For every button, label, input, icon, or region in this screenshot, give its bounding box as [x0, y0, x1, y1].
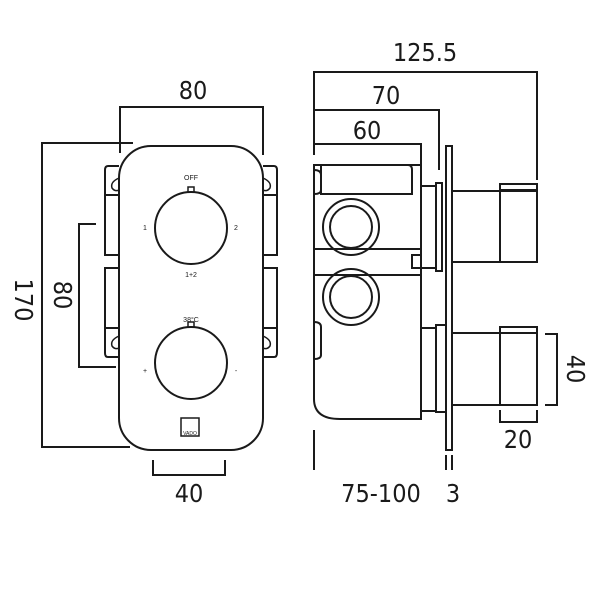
label-outlet-1: 1 — [143, 225, 147, 232]
label-minus: - — [235, 368, 238, 375]
dim-line-wall — [313, 430, 453, 470]
drawing-line — [320, 164, 413, 195]
valve-body — [313, 164, 422, 420]
label-off: OFF — [184, 175, 198, 182]
dim-knob-spacing: 80 — [48, 281, 77, 310]
dim-bottom-width: 40 — [175, 479, 204, 508]
dim-width: 80 — [179, 76, 208, 105]
dim-to-plate: 70 — [372, 81, 401, 110]
dim-wall-depth: 75-100 — [341, 479, 421, 508]
faceplate — [118, 145, 264, 451]
dim-line-to-plate — [314, 109, 440, 170]
mounting-brackets — [104, 165, 278, 358]
label-outlet-2: 2 — [234, 225, 238, 232]
upper-handle-side — [451, 183, 538, 263]
drawing-line — [110, 177, 120, 192]
dim-line-handle-width — [499, 410, 538, 423]
dim-line-height — [41, 142, 133, 448]
dim-overall: 125.5 — [393, 38, 457, 67]
dim-plate-thickness: 3 — [446, 479, 460, 508]
drawing-line — [262, 335, 272, 350]
drawing-line — [262, 177, 272, 192]
drawing-line — [329, 205, 373, 249]
drawing-line — [499, 326, 538, 406]
drawing-line — [104, 165, 119, 256]
vado-logo: VADO — [180, 417, 200, 437]
lower-handle-side — [451, 326, 538, 406]
drawing-line — [104, 267, 119, 358]
drawing-line — [187, 186, 195, 193]
dim-line-knob-spacing — [78, 223, 116, 368]
label-plus: + — [143, 368, 147, 375]
drawing-line — [435, 182, 443, 272]
drawing-line — [451, 190, 538, 263]
dim-line-handle-height — [545, 333, 558, 406]
temperature-knob[interactable] — [154, 321, 228, 400]
drawing-line — [154, 191, 228, 265]
dim-body-depth: 60 — [353, 116, 382, 145]
drawing-line — [180, 417, 200, 437]
drawing-line — [499, 183, 538, 263]
dim-line-body-depth — [313, 143, 422, 168]
drawing-line — [420, 327, 437, 412]
drawing-line: VADO — [183, 431, 197, 437]
drawing-line — [420, 185, 437, 269]
drawing-line — [329, 275, 373, 319]
dim-height: 170 — [9, 279, 38, 322]
drawing-line — [435, 324, 447, 413]
dim-handle-width: 20 — [504, 425, 533, 454]
inlet-port — [322, 198, 380, 256]
inlet-port — [322, 268, 380, 326]
drawing-line — [187, 321, 195, 328]
label-temperature: 38°C — [183, 316, 199, 324]
dim-handle-height: 40 — [561, 355, 590, 384]
side-view: 125.5 70 60 75-100 3 20 40 — [313, 38, 590, 508]
drawing-line — [110, 335, 120, 350]
front-view: OFF 1 2 1+2 38°C + - VADO 80 170 80 40 — [9, 76, 278, 508]
label-both: 1+2 — [185, 272, 197, 279]
drawing-line — [411, 254, 422, 269]
faceplate-side — [445, 145, 453, 451]
diverter-knob[interactable] — [154, 186, 228, 265]
drawing-line — [314, 248, 421, 276]
drawing-line — [313, 321, 322, 360]
drawing-line — [451, 332, 538, 406]
drawing-line — [154, 326, 228, 400]
dim-line-width — [119, 106, 264, 155]
dim-line-bottom — [152, 460, 226, 476]
drawing-line — [313, 169, 322, 195]
drawing-line — [263, 267, 278, 358]
dim-line-overall — [313, 71, 538, 180]
drawing-line — [263, 165, 278, 256]
